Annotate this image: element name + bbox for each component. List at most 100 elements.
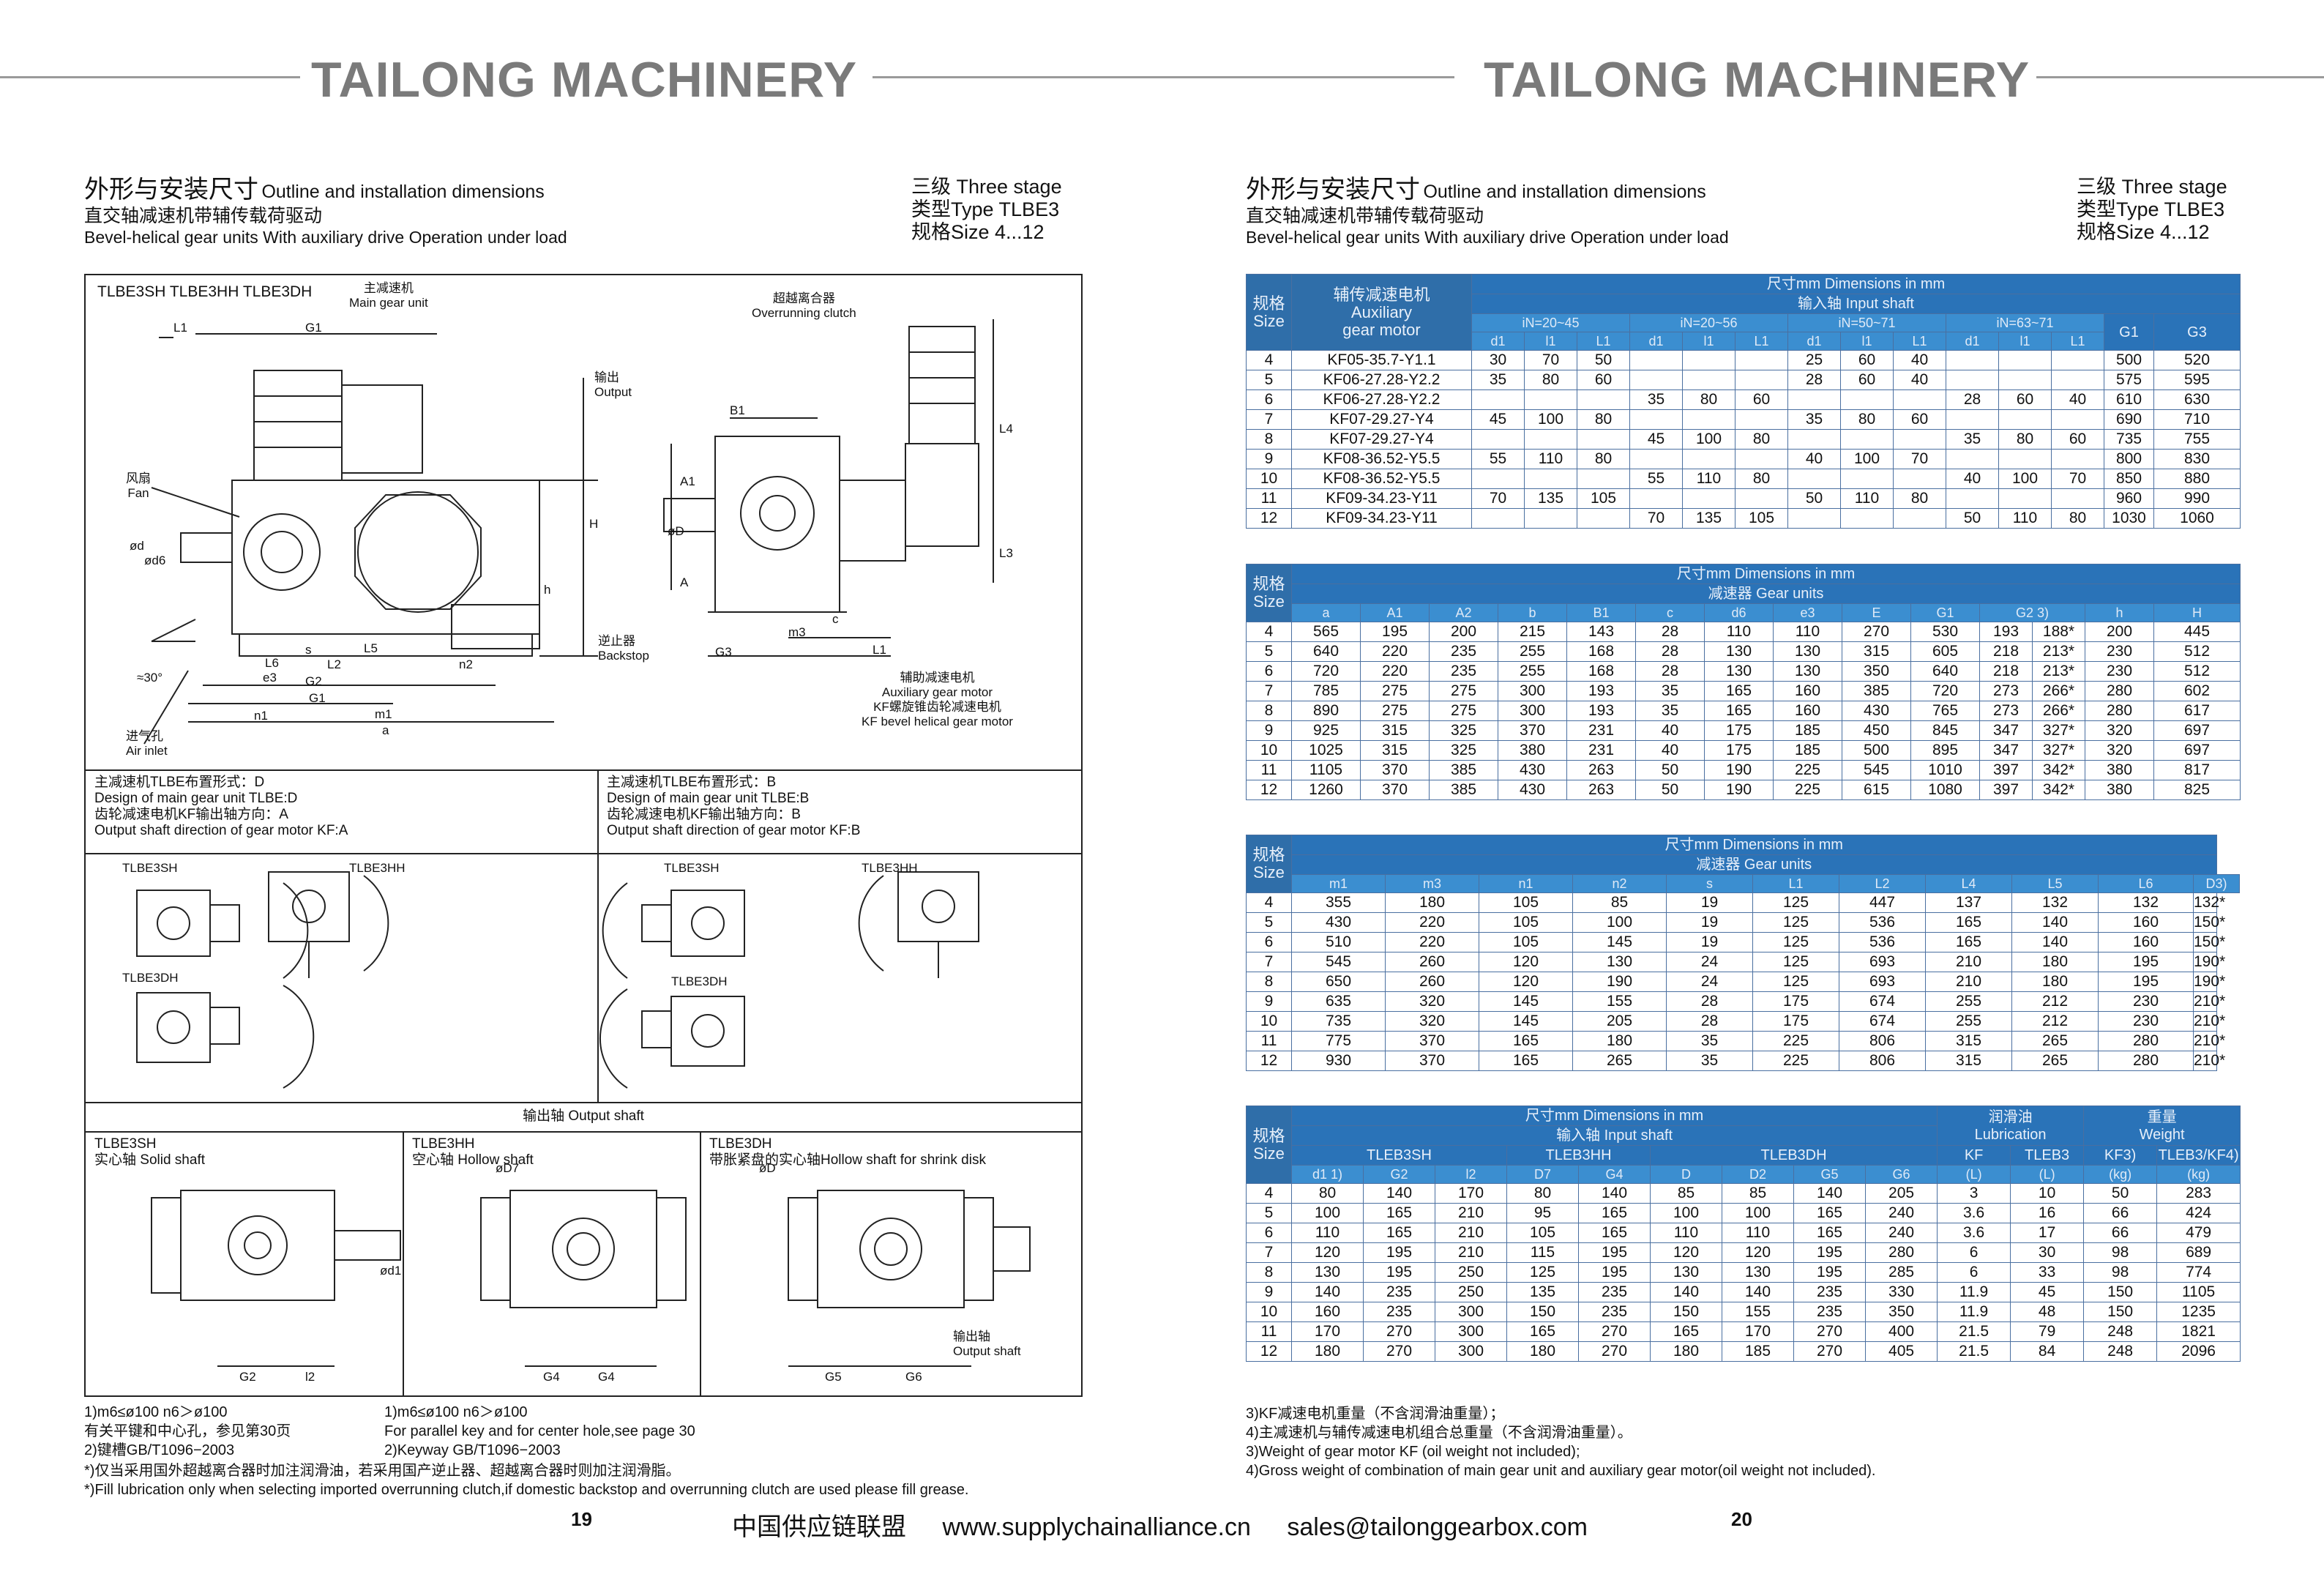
value-cell: 430 xyxy=(1842,701,1911,721)
ratio-group: iN=50~71 xyxy=(1787,313,1946,332)
notes-en: 1)m6≤ø100 n6＞ø100 For parallel key and f… xyxy=(384,1403,695,1460)
value-cell: 110 xyxy=(1682,469,1735,489)
size-cell: 7 xyxy=(1246,409,1292,430)
subtitle-cn: 直交轴减速机带辅传载荷驱动 xyxy=(84,206,323,226)
value-cell: 188* xyxy=(2032,622,2085,642)
col-header: (kg) xyxy=(2083,1165,2158,1184)
value-cell: 235 xyxy=(1429,661,1498,682)
dim-label: G4 xyxy=(543,1370,560,1384)
value-cell: 180 xyxy=(1291,1341,1364,1362)
value-cell: 430 xyxy=(1291,912,1386,933)
value-cell: 6 xyxy=(1937,1262,2011,1283)
shaft-type-desc: 空心轴 Hollow shaft xyxy=(412,1152,534,1168)
value-cell xyxy=(1629,350,1683,370)
value-cell: 697 xyxy=(2153,740,2241,761)
value-cell xyxy=(1787,389,1841,410)
output-shaft-heading: 输出轴 Output shaft xyxy=(523,1108,644,1124)
value-cell xyxy=(1735,488,1788,509)
value-cell xyxy=(1893,429,1946,450)
value-cell: 280 xyxy=(2098,1051,2194,1071)
value-cell: 225 xyxy=(1752,1031,1839,1051)
dim-label: ød xyxy=(130,539,144,553)
value-cell: 110 xyxy=(1704,622,1774,642)
value-cell: 210 xyxy=(1925,972,2012,992)
value-cell: 125 xyxy=(1752,952,1839,972)
view-label: TLBE3HH xyxy=(862,861,918,875)
footer: 中国供应链联盟 www.supplychainalliance.cn sales… xyxy=(732,1507,1617,1543)
value-cell: 1235 xyxy=(2156,1302,2241,1322)
value-cell: 210* xyxy=(2193,1031,2225,1051)
value-cell: 350 xyxy=(1864,1302,1938,1322)
air-inlet-label-en: Air inlet xyxy=(126,744,168,758)
value-cell: 255 xyxy=(1498,661,1567,682)
value-cell: 48 xyxy=(2010,1302,2085,1322)
col-header: h xyxy=(2085,603,2154,622)
value-cell: 160 xyxy=(1291,1302,1364,1322)
value-cell: 80 xyxy=(1735,429,1788,450)
value-cell: 80 xyxy=(1291,1183,1364,1204)
motor-header: 辅传减速电机 Auxiliary gear motor xyxy=(1291,274,1472,351)
value-cell xyxy=(1735,350,1788,370)
value-cell: 3.6 xyxy=(1937,1203,2011,1223)
value-cell: 240 xyxy=(1864,1203,1938,1223)
value-cell: 19 xyxy=(1666,932,1753,952)
value-cell: 273 xyxy=(1979,701,2033,721)
footer-email[interactable]: sales@tailonggearbox.com xyxy=(1287,1513,1588,1541)
value-cell xyxy=(1946,409,1999,430)
value-cell xyxy=(1682,488,1735,509)
value-cell: 60 xyxy=(1735,389,1788,410)
value-cell: 315 xyxy=(1842,641,1911,662)
note-line: 4)主减速机与辅传减速电机组合总重量（不含润滑油重量）。 xyxy=(1246,1425,1632,1441)
col-header: B1 xyxy=(1566,603,1636,622)
value-cell: 735 xyxy=(1291,1011,1386,1032)
value-cell: 110 xyxy=(1722,1223,1794,1243)
value-cell: 35 xyxy=(1666,1031,1753,1051)
col-header: c xyxy=(1635,603,1705,622)
value-cell: 195 xyxy=(1793,1262,1866,1283)
value-cell: 115 xyxy=(1506,1242,1579,1263)
col-header: G3 xyxy=(2153,313,2241,351)
value-cell: 175 xyxy=(1752,1011,1839,1032)
value-cell: 35 xyxy=(1787,409,1841,430)
col-header: G1 xyxy=(1910,603,1980,622)
shaft-type-desc: 实心轴 Solid shaft xyxy=(94,1152,205,1168)
col-header: d6 xyxy=(1704,603,1774,622)
value-cell: 150 xyxy=(2083,1302,2158,1322)
value-cell: 260 xyxy=(1385,952,1479,972)
subtitle-en: Bevel-helical gear units With auxiliary … xyxy=(84,228,567,247)
value-cell: 35 xyxy=(1635,681,1705,701)
col-header: L1 xyxy=(1735,332,1788,351)
value-cell: 195 xyxy=(2098,952,2194,972)
value-cell: 300 xyxy=(1435,1302,1507,1322)
value-cell: 925 xyxy=(1291,720,1361,741)
col-header: L1 xyxy=(1893,332,1946,351)
note-line: *)仅当采用国外超越离合器时加注润滑油，若采用国产逆止器、超越离合器时则加注润滑… xyxy=(84,1463,681,1479)
col-header: A2 xyxy=(1429,603,1498,622)
value-cell: 275 xyxy=(1360,701,1430,721)
dim-label: L2 xyxy=(327,657,341,671)
value-cell: 80 xyxy=(1735,469,1788,489)
value-cell: 80 xyxy=(2051,508,2104,529)
value-cell: 235 xyxy=(1363,1282,1435,1302)
value-cell: 405 xyxy=(1864,1341,1938,1362)
value-cell: KF09-34.23-Y11 xyxy=(1291,488,1472,509)
value-cell: 165 xyxy=(1479,1051,1573,1071)
value-cell: 270 xyxy=(1578,1341,1651,1362)
value-cell: 28 xyxy=(1946,389,1999,410)
value-cell: 1025 xyxy=(1291,740,1361,761)
col-header: b xyxy=(1498,603,1567,622)
value-cell: 397 xyxy=(1979,760,2033,780)
title-en: Outline and installation dimensions xyxy=(1423,182,1706,202)
value-cell: 397 xyxy=(1979,780,2033,800)
col-header: G2 xyxy=(1363,1165,1435,1184)
value-cell: 689 xyxy=(2156,1242,2241,1263)
brand-title-right: TAILONG MACHINERY xyxy=(1484,52,2030,108)
value-cell: 220 xyxy=(1385,932,1479,952)
footer-org: 中国供应链联盟 xyxy=(732,1513,906,1541)
footer-url[interactable]: www.supplychainalliance.cn xyxy=(942,1513,1251,1541)
value-cell: 35 xyxy=(1629,389,1683,410)
